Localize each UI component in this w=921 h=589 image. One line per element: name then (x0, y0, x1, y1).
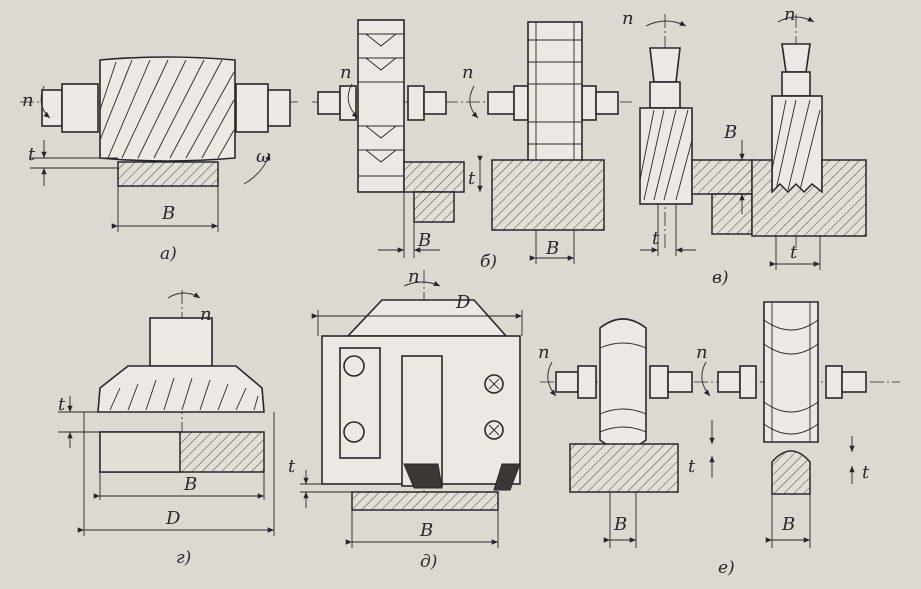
label-e-t1: t (688, 456, 696, 477)
figure-b-disk-mills (312, 19, 632, 264)
label-e-n2: n (696, 342, 708, 363)
caption-b: б) (480, 252, 498, 272)
label-e-B1: B (614, 514, 628, 535)
label-g-n: n (200, 304, 212, 325)
figure-v-end-mills (639, 14, 867, 270)
caption-g: г) (176, 548, 192, 568)
label-d-B: B (420, 520, 434, 541)
concave-form-mill (763, 301, 819, 443)
figure-a-cylindrical-mill (20, 56, 300, 232)
label-e-t2: t (862, 462, 870, 483)
caption-a: а) (160, 244, 177, 264)
end-mill-1 (639, 107, 693, 205)
end-mill-2 (771, 95, 823, 193)
disk-cutter-1 (357, 19, 405, 193)
caption-e: е) (718, 558, 735, 578)
figure-e-form-mills (540, 301, 900, 548)
label-a-n: n (22, 90, 34, 111)
label-e-B2: B (782, 514, 796, 535)
figure-d-inserted-blade-mill (300, 270, 523, 548)
label-a-t: t (28, 144, 36, 165)
label-v-n2: n (784, 4, 796, 25)
label-b-n1: n (340, 62, 352, 83)
label-a-B: B (162, 203, 176, 224)
cylindrical-cutter-body (99, 56, 236, 162)
caption-v: в) (712, 268, 729, 288)
label-b-n2: n (462, 62, 474, 83)
label-a-omega: ω (256, 146, 271, 167)
label-g-D: D (166, 508, 181, 529)
label-g-B: B (184, 474, 198, 495)
caption-d: д) (420, 552, 438, 572)
figure-g-face-mill (58, 290, 275, 536)
label-d-D: D (456, 292, 471, 313)
workpiece (117, 161, 219, 187)
label-b-t: t (468, 168, 476, 189)
label-e-n1: n (538, 342, 550, 363)
label-v-t1: t (652, 228, 660, 249)
label-g-t: t (58, 394, 66, 415)
label-v-t2: t (790, 242, 798, 263)
label-b-B1: B (418, 230, 432, 251)
face-mill-body (97, 365, 265, 413)
label-b-B2: B (546, 238, 560, 259)
label-d-n: n (408, 266, 420, 287)
arbor (149, 317, 213, 367)
label-v-B: B (724, 122, 738, 143)
label-d-t: t (288, 456, 296, 477)
label-v-n1: n (622, 8, 634, 29)
